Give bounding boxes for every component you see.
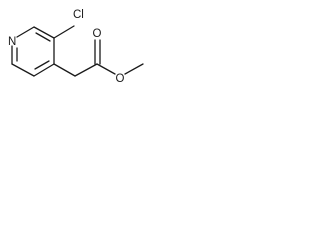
ring-bond-c2-c3-outer	[33, 26, 55, 39]
bond-ch2-carbonyl-c	[74, 63, 98, 77]
ring-bond-c5-c6-outer	[11, 63, 35, 77]
ring-bond-c4-c5	[33, 63, 55, 77]
carbonyl-oxygen-label: O	[93, 28, 102, 40]
nitrogen-label: N	[8, 36, 16, 48]
ring-double-bond-c2-c3	[35, 32, 51, 42]
bond-c4-ch2	[53, 63, 76, 77]
ring-double-bond-c4-c5	[34, 60, 50, 70]
pyridine-ring	[11, 26, 55, 77]
chemical-structure: N Cl O O	[8, 9, 144, 85]
bond-c3-cl	[53, 25, 75, 39]
chlorine-label: Cl	[73, 9, 84, 21]
bond-carbonyl-c-ester-o	[96, 63, 116, 75]
bond-ester-o-methyl	[124, 63, 144, 75]
ring-bond-n-c2	[16, 26, 35, 38]
ester-oxygen-label: O	[116, 73, 125, 85]
